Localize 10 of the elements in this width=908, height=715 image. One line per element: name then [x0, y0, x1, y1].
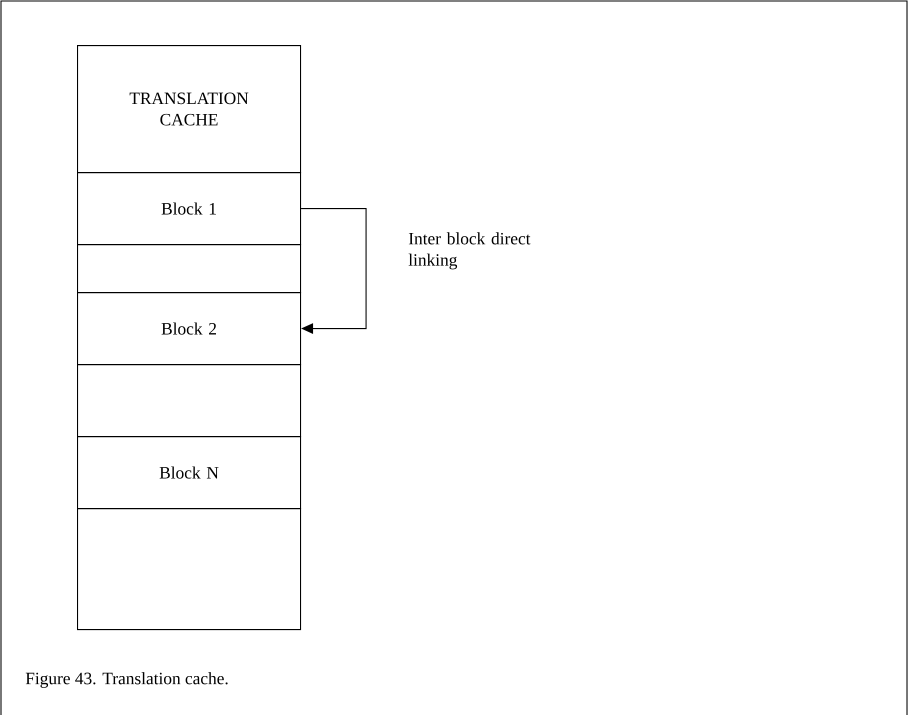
- empty-cell: [77, 364, 302, 438]
- empty-cell: [77, 244, 302, 294]
- empty-cell: [77, 508, 302, 630]
- cache-title-cell: TRANSLATION CACHE: [77, 45, 302, 174]
- cache-cell: Block 2: [77, 292, 302, 366]
- cache-cell: Block N: [77, 436, 302, 510]
- edge-label: Inter block direct linking: [408, 232, 530, 270]
- arrow: [301, 208, 367, 334]
- cache-cell: Block 1: [77, 172, 302, 246]
- figure-caption: Figure 43. Translation cache.: [26, 672, 228, 688]
